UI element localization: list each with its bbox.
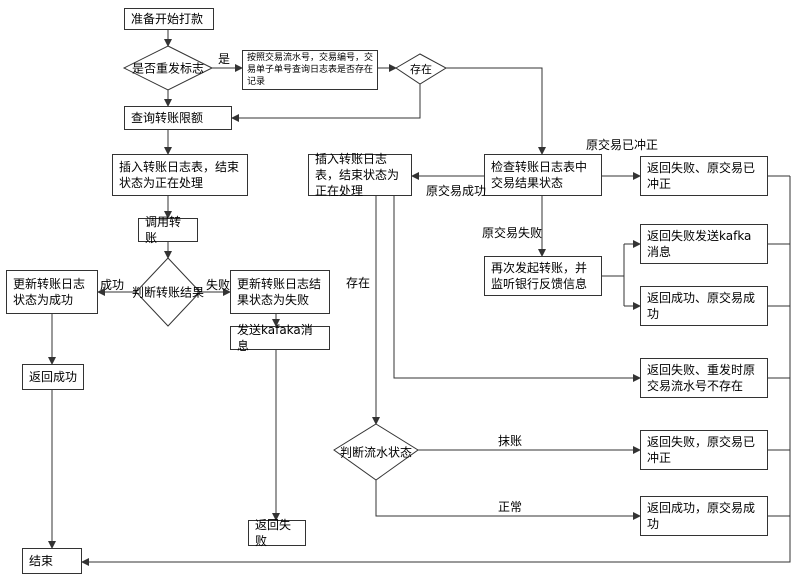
ret-fail-not-exist-box: 返回失败、重发时原交易流水号不存在 [640, 358, 768, 398]
label-orig-success: 原交易成功 [426, 184, 487, 198]
label-orig-fail: 原交易失败 [482, 226, 543, 240]
call-transfer-box: 调用转账 [138, 215, 198, 245]
end-box: 结束 [22, 548, 82, 574]
query-log-box: 按照交易流水号，交易编号，交易单子单号查询日志表是否存在记录 [242, 50, 378, 90]
exist-decision-text: 存在 [410, 63, 432, 76]
judge-flow-text: 判断流水状态 [339, 445, 413, 460]
query-limit-box: 查询转账限额 [124, 106, 232, 130]
diamond-judge-flow [333, 423, 419, 481]
ret-fail-kafka-box: 返回失败发送kafka消息 [640, 224, 768, 264]
label-reversed: 抹账 [498, 434, 523, 448]
label-exist: 存在 [346, 276, 371, 290]
insert-log-left-box: 插入转账日志表，结束状态为正在处理 [112, 154, 248, 196]
return-failed-left-box: 返回失败 [248, 518, 306, 548]
resend-flag-text: 是否重发标志 [131, 61, 205, 76]
retry-transfer-box: 再次发起转账，并监听银行反馈信息 [484, 256, 602, 296]
diamond-resend-flag [122, 45, 214, 91]
check-log-box: 检查转账日志表中交易结果状态 [484, 154, 602, 196]
ret-fail-reversed-2-box: 返回失败，原交易已冲正 [640, 430, 768, 470]
update-failed-box: 更新转账日志结果状态为失败 [230, 270, 330, 314]
ret-fail-reversed-1-box: 返回失败、原交易已冲正 [640, 156, 768, 196]
label-fail: 失败 [206, 278, 231, 292]
label-orig-reversed: 原交易已冲正 [586, 138, 659, 152]
ret-success-orig-2-box: 返回成功，原交易成功 [640, 496, 768, 536]
label-success: 成功 [100, 278, 125, 292]
insert-log-mid-box: 插入转账日志表，结束状态为正在处理 [308, 152, 412, 198]
diamond-exist [395, 53, 448, 85]
start-box: 准备开始打款 [124, 8, 214, 30]
diamond-judge-result [135, 257, 201, 327]
judge-result-text: 判断转账结果 [131, 285, 205, 300]
ret-success-orig-box: 返回成功、原交易成功 [640, 286, 768, 326]
send-kafka-left-box: 发送kafaka消息 [230, 323, 330, 353]
update-success-box: 更新转账日志状态为成功 [6, 270, 98, 314]
label-yes: 是 [218, 52, 231, 66]
return-success-left-box: 返回成功 [22, 364, 84, 390]
label-normal: 正常 [498, 500, 523, 514]
